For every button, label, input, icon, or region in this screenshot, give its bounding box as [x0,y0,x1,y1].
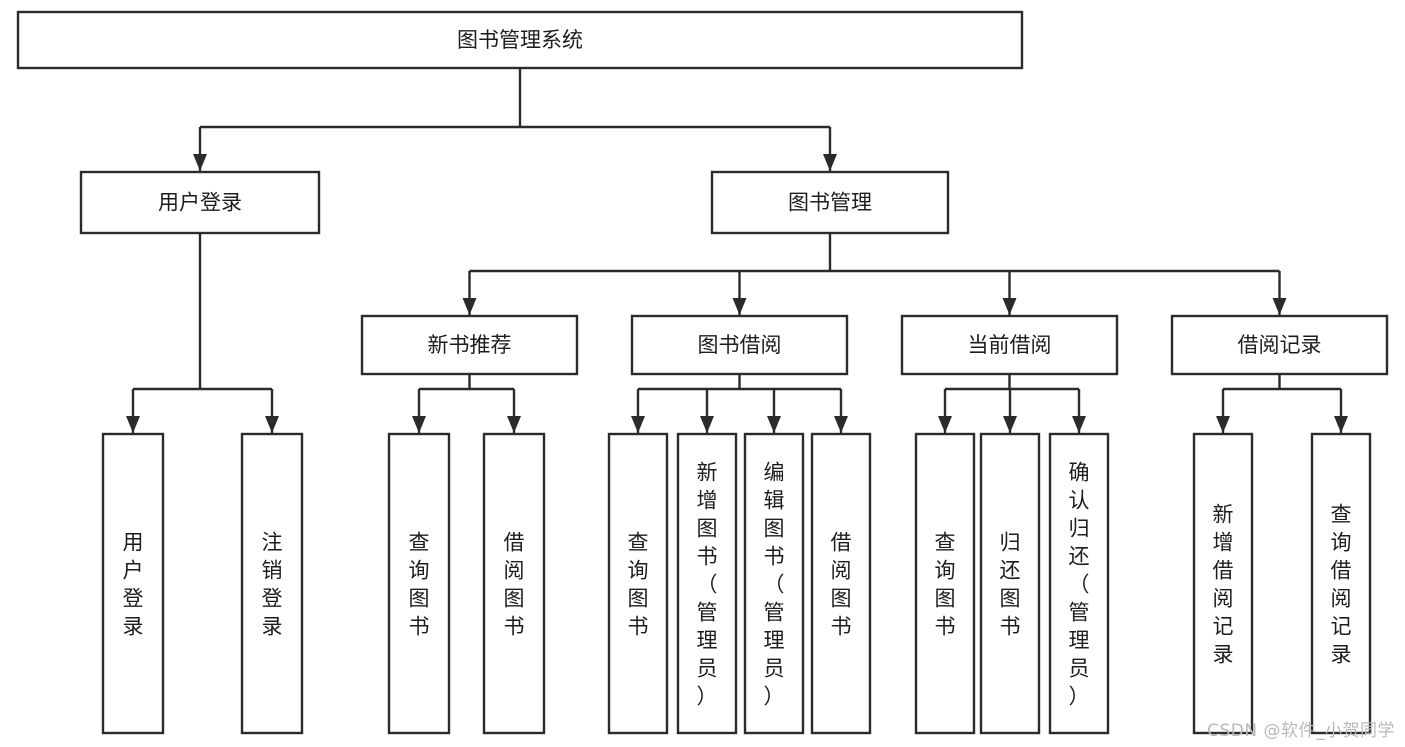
node-book-borrow[interactable]: 图书借阅 [630,314,849,376]
node-leaf-return-book[interactable]: 归还图书 [979,432,1041,735]
node-label: 确认归还（管理员） [1069,460,1090,708]
node-leaf-query-book-1[interactable]: 查询图书 [387,432,451,735]
node-label: 借阅图书 [831,530,852,638]
node-box [743,432,805,735]
node-label: 归还图书 [1000,530,1021,638]
arrow-head-icon [412,416,426,433]
node-label: 借阅图书 [504,530,525,638]
node-box [482,432,546,735]
connector-layer [126,68,1348,433]
arrow-head-icon [507,416,521,433]
node-box [101,432,165,735]
node-label: 图书管理系统 [457,28,583,52]
node-user-login[interactable]: 用户登录 [79,170,321,235]
node-label: 新增借阅记录 [1213,502,1234,666]
arrow-head-icon [1272,298,1287,315]
edge-group-new-book-recommend [412,374,521,433]
node-layer: 图书管理系统用户登录图书管理新书推荐图书借阅当前借阅借阅记录用户登录注销登录查询… [16,10,1389,735]
node-box [710,170,950,235]
node-label: 查询借阅记录 [1331,502,1352,666]
node-box [1170,314,1389,376]
node-leaf-query-record[interactable]: 查询借阅记录 [1310,432,1372,735]
node-box [387,432,451,735]
arrow-head-icon [1334,416,1348,433]
node-label: 新书推荐 [428,333,512,357]
node-label: 当前借阅 [968,333,1052,357]
node-box [810,432,872,735]
arrow-head-icon [193,154,207,171]
node-box [240,432,304,735]
node-label: 图书借阅 [698,333,782,357]
arrow-head-icon [938,416,952,433]
node-box [914,432,976,735]
arrow-head-icon [834,416,848,433]
arrow-head-icon [265,416,279,433]
node-label: 编辑图书（管理员） [764,460,785,708]
arrow-head-icon [126,416,140,433]
arrow-head-icon [700,416,714,433]
node-label: 用户登录 [158,191,242,215]
node-leaf-query-book-2[interactable]: 查询图书 [607,432,669,735]
node-leaf-confirm-return[interactable]: 确认归还（管理员） [1048,432,1110,735]
node-label: 用户登录 [123,530,144,638]
arrow-head-icon [823,154,837,171]
node-box [630,314,849,376]
node-label: 借阅记录 [1238,333,1322,357]
arrow-head-icon [732,298,747,315]
arrow-head-icon [1002,298,1017,315]
node-box [360,314,579,376]
node-leaf-borrow-book-2[interactable]: 借阅图书 [810,432,872,735]
node-box [607,432,669,735]
node-box [1192,432,1254,735]
node-box [1310,432,1372,735]
arrow-head-icon [631,416,645,433]
node-leaf-user-login[interactable]: 用户登录 [101,432,165,735]
node-label: 图书管理 [788,191,872,215]
node-current-borrow[interactable]: 当前借阅 [900,314,1119,376]
node-box [79,170,321,235]
node-label: 注销登录 [262,530,283,638]
node-box [676,432,738,735]
watermark-text: CSDN @软件_小贺同学 [1207,721,1395,741]
arrow-head-icon [1216,416,1230,433]
node-book-manage[interactable]: 图书管理 [710,170,950,235]
node-label: 查询图书 [935,530,956,638]
edge-group-current-borrow [938,374,1086,433]
edge-group-borrow-record [1216,374,1348,433]
node-leaf-borrow-book-1[interactable]: 借阅图书 [482,432,546,735]
arrow-head-icon [462,298,477,315]
node-box [16,10,1024,70]
node-leaf-add-book[interactable]: 新增图书（管理员） [676,432,738,735]
edge-group-book-manage [462,233,1287,315]
arrow-head-icon [1003,416,1017,433]
node-leaf-logout-login[interactable]: 注销登录 [240,432,304,735]
node-box [979,432,1041,735]
node-label: 查询图书 [409,530,430,638]
node-box [1048,432,1110,735]
node-borrow-record[interactable]: 借阅记录 [1170,314,1389,376]
node-label: 查询图书 [628,530,649,638]
node-box [900,314,1119,376]
edge-group-user-login [126,233,279,433]
arrow-head-icon [767,416,781,433]
node-leaf-add-record[interactable]: 新增借阅记录 [1192,432,1254,735]
node-leaf-edit-book[interactable]: 编辑图书（管理员） [743,432,805,735]
node-label: 新增图书（管理员） [697,460,718,708]
edge-group-root [193,68,837,171]
node-new-book-recommend[interactable]: 新书推荐 [360,314,579,376]
edge-group-book-borrow [631,374,848,433]
arrow-head-icon [1072,416,1086,433]
node-leaf-query-book-3[interactable]: 查询图书 [914,432,976,735]
node-root[interactable]: 图书管理系统 [16,10,1024,70]
